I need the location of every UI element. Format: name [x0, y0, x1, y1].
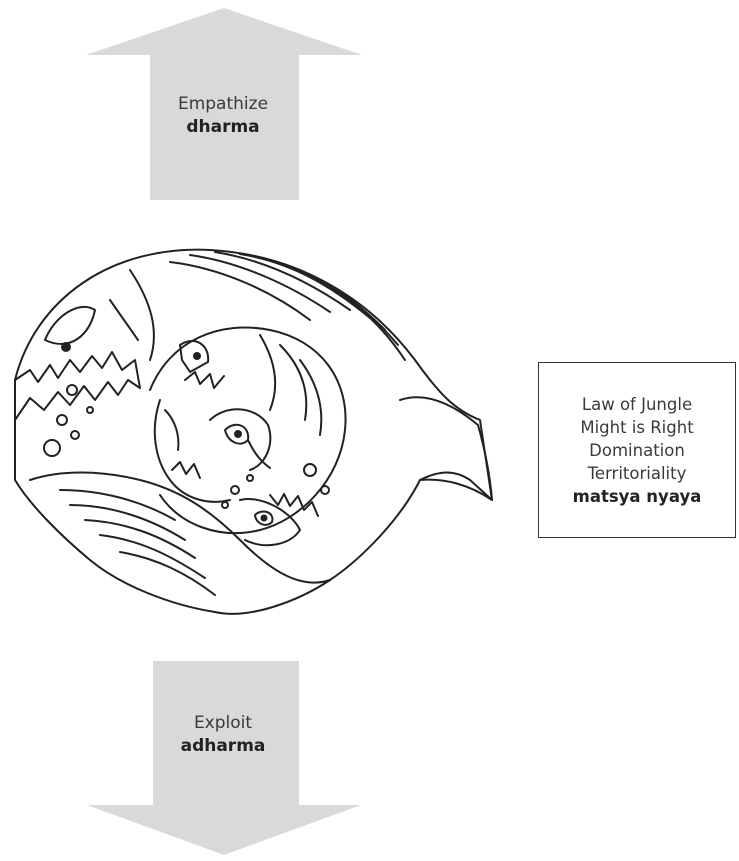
up-arrow-label: Empathize dharma: [148, 93, 298, 139]
adharma-term: adharma: [148, 735, 298, 758]
law-line-1: Law of Jungle: [582, 393, 692, 416]
law-of-jungle-box: Law of Jungle Might is Right Domination …: [538, 362, 736, 538]
law-line-4: Territoriality: [588, 462, 687, 485]
law-line-2: Might is Right: [580, 416, 693, 439]
exploit-label: Exploit: [148, 712, 298, 735]
matsya-nyaya-term: matsya nyaya: [573, 485, 702, 508]
law-line-3: Domination: [589, 439, 685, 462]
down-arrow-label: Exploit adharma: [148, 712, 298, 758]
empathize-label: Empathize: [148, 93, 298, 116]
dharma-term: dharma: [148, 116, 298, 139]
down-arrow: [87, 661, 361, 855]
fish-eating-fish-circle-icon: [15, 250, 492, 614]
